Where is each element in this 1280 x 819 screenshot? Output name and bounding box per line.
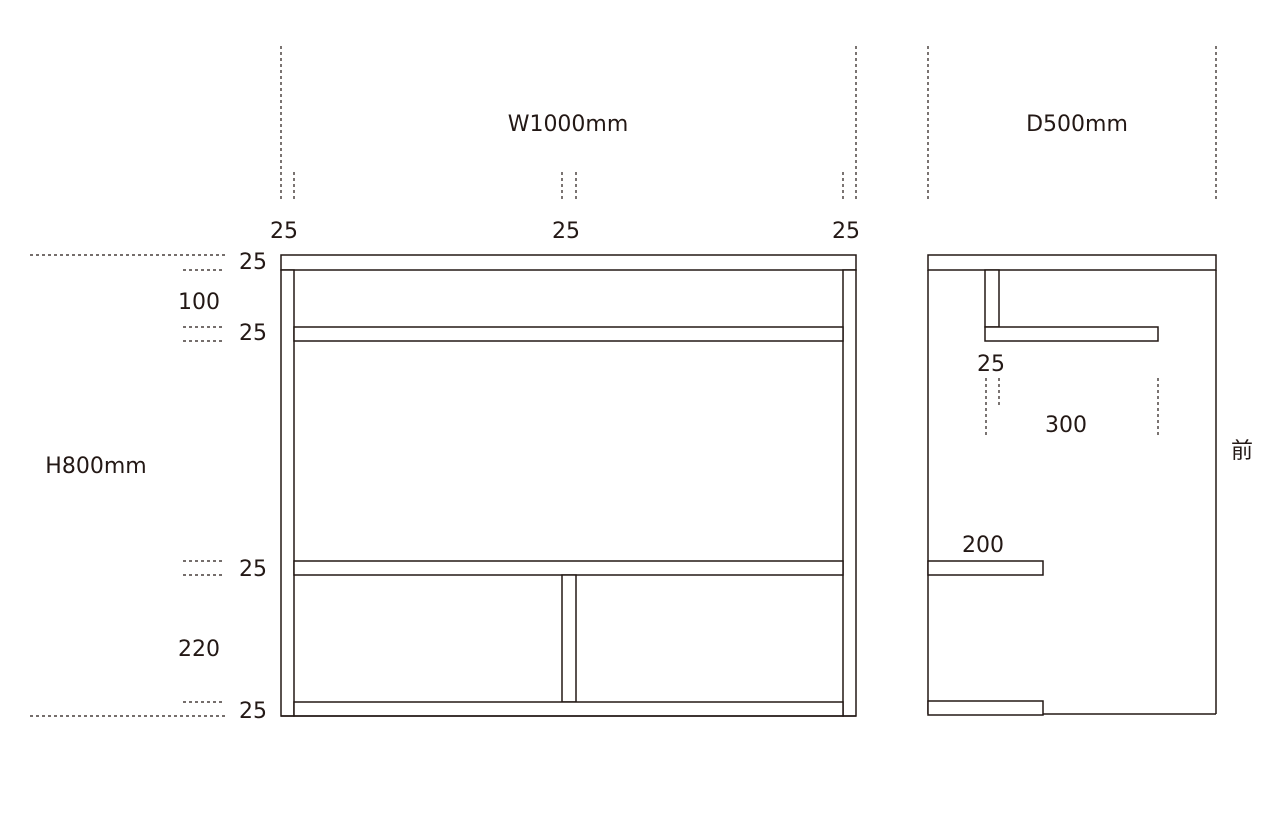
side-top-board xyxy=(927,254,1217,271)
upper-shelf-depth-label: 300 xyxy=(1045,413,1087,438)
bottom-thickness-label: 25 xyxy=(239,699,267,724)
lower-shelf-depth-label: 200 xyxy=(962,533,1004,558)
side-view: D500mm 25 300 200 前 xyxy=(927,46,1253,716)
middle-shelf xyxy=(293,560,844,576)
side-bottom-board xyxy=(927,700,1044,716)
right-side-thickness-label: 25 xyxy=(832,219,860,244)
left-side-thickness-label: 25 xyxy=(270,219,298,244)
side-upper-shelf xyxy=(984,326,1159,342)
side-middle-shelf xyxy=(927,560,1044,576)
bottom-board xyxy=(293,701,844,717)
side-back-thickness-label: 25 xyxy=(977,352,1005,377)
divider-thickness-label: 25 xyxy=(552,219,580,244)
right-side-board xyxy=(842,269,857,717)
front-indicator-label: 前 xyxy=(1231,439,1253,464)
height-label: H800mm xyxy=(45,454,146,479)
depth-label: D500mm xyxy=(1026,112,1128,137)
width-label: W1000mm xyxy=(508,112,629,137)
upper-shelf-thickness-label: 25 xyxy=(239,321,267,346)
middle-shelf-thickness-label: 25 xyxy=(239,557,267,582)
top-board xyxy=(280,254,857,271)
upper-shelf xyxy=(293,326,844,342)
lower-gap-label: 220 xyxy=(178,637,220,662)
center-divider xyxy=(561,574,577,703)
side-upper-back-board xyxy=(984,269,1000,328)
left-side-board xyxy=(280,269,295,717)
upper-gap-label: 100 xyxy=(178,290,220,315)
front-view: W1000mm 25 25 25 25 100 25 H800mm 25 220… xyxy=(30,46,860,724)
top-thickness-label: 25 xyxy=(239,250,267,275)
